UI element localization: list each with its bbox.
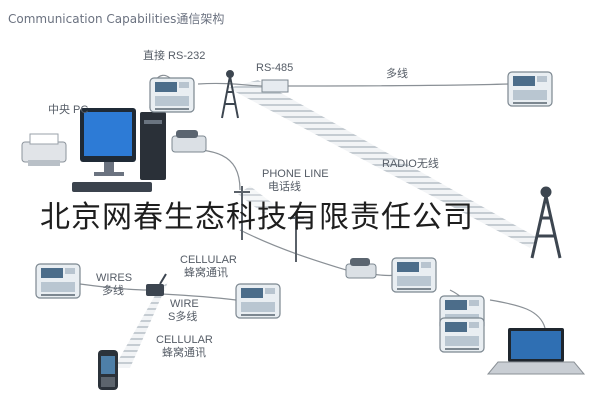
label-cellular-1-cn: 蜂窝通讯 — [184, 267, 228, 279]
laptop-icon — [486, 328, 586, 375]
label-central-pc: 中央 PC — [48, 104, 89, 116]
label-radio: RADIO无线 — [382, 158, 439, 170]
label-wire-s-cn: S多线 — [168, 311, 198, 323]
data-logger-cellular — [235, 283, 281, 319]
mobile-phone-icon — [98, 350, 118, 390]
label-rs485: RS-485 — [256, 62, 294, 74]
label-cellular-2-cn: 蜂窝通讯 — [162, 347, 206, 359]
radio-tower-right-icon — [530, 186, 562, 259]
data-logger-radio-b — [439, 317, 485, 353]
data-logger-multiwire — [507, 71, 553, 107]
data-logger-phone — [391, 257, 437, 293]
radio-beam-cellular — [114, 282, 168, 368]
modem-phone-icon — [345, 258, 377, 279]
label-wires-cn: 多线 — [102, 285, 124, 297]
label-multi-wire-top: 多线 — [386, 68, 408, 80]
data-logger-direct — [149, 77, 195, 113]
printer-icon — [21, 133, 67, 166]
label-wires: WIRES — [96, 272, 133, 284]
label-direct-rs232: 直接 RS-232 — [143, 50, 206, 62]
cellular-modem-icon — [146, 273, 167, 296]
radio-beam-top — [228, 80, 538, 248]
label-phone-line: PHONE LINE — [262, 168, 329, 180]
label-cellular-1: CELLULAR — [180, 254, 237, 266]
rs485-converter — [261, 79, 289, 93]
label-phone-line-cn: 电话线 — [268, 181, 301, 193]
radio-tower-top-icon — [221, 70, 239, 119]
phone-pole-icon — [234, 186, 304, 262]
central-pc-icon — [72, 108, 166, 192]
label-cellular-2: CELLULAR — [156, 334, 213, 346]
data-logger-wires — [35, 263, 81, 299]
desk-phone-icon — [171, 130, 207, 153]
company-watermark: 北京网春生态科技有限责任公司 — [40, 200, 474, 235]
label-wire-s: WIRE — [170, 298, 199, 310]
diagram-title: Communication Capabilities通信架构 — [8, 12, 225, 26]
